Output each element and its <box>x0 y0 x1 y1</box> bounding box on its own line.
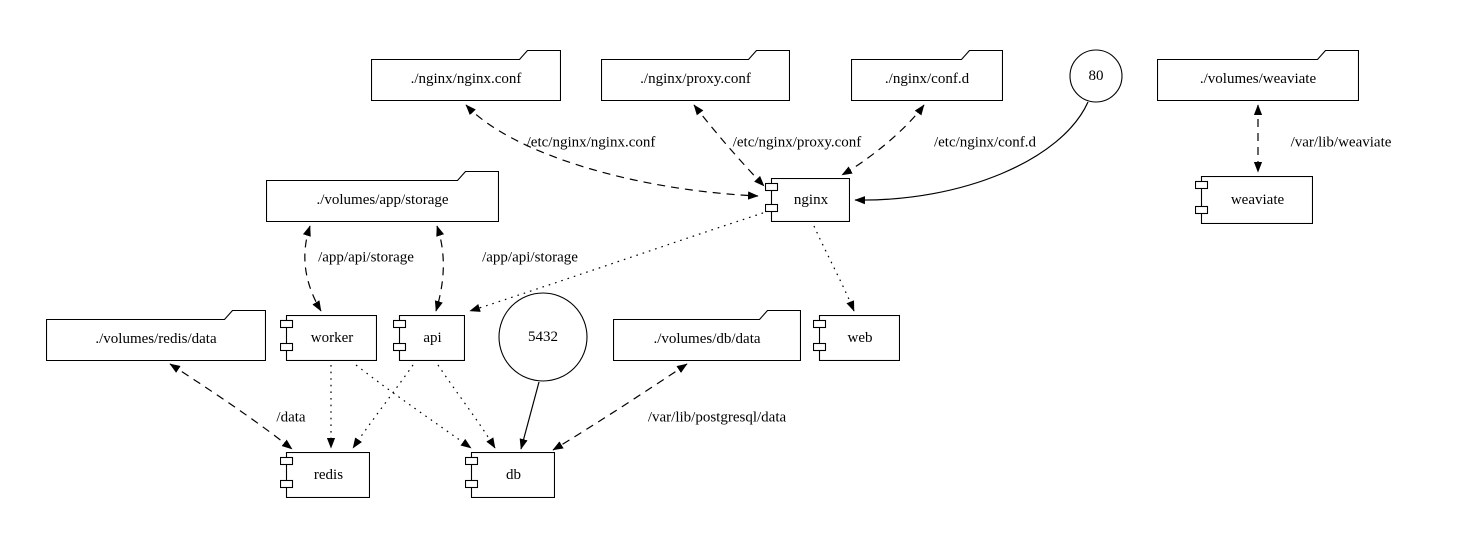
node-nginx-service: nginx <box>765 178 850 222</box>
edge-label-api-storage-mount: /app/api/storage <box>482 249 578 266</box>
node-label: 80 <box>1088 67 1104 84</box>
node-label: worker <box>310 329 354 346</box>
folder-icon <box>1157 50 1359 101</box>
node-weaviate-volume: ./volumes/weaviate <box>1157 50 1359 101</box>
node-label: ./volumes/app/storage <box>316 192 449 208</box>
node-label: ./volumes/weaviate <box>1199 71 1317 87</box>
edge-port5432-to-db <box>519 381 540 450</box>
node-proxy-conf-volume: ./nginx/proxy.conf <box>601 50 790 101</box>
node-label: weaviate <box>1230 191 1285 208</box>
component-icon <box>280 315 377 361</box>
edge-nginx-to-nginx-conf <box>465 104 759 200</box>
node-redis-data-volume: ./volumes/redis/data <box>46 310 266 361</box>
component-icon <box>393 315 465 361</box>
component-icon <box>1195 176 1313 224</box>
node-label: ./nginx/conf.d <box>884 71 970 87</box>
folder-icon <box>601 50 790 101</box>
node-label: 5432 <box>528 328 558 345</box>
edge-redis-to-redis-data <box>169 363 293 450</box>
edge-nginx-to-conf-d <box>841 104 925 176</box>
node-label: ./nginx/proxy.conf <box>640 71 751 87</box>
node-port-80: 80 <box>1069 49 1123 103</box>
edge-api-to-storage <box>434 225 445 312</box>
port-circle-icon <box>498 292 588 382</box>
port-circle-icon <box>1069 49 1123 103</box>
edge-worker-to-db <box>355 364 472 449</box>
node-web-service: web <box>813 315 900 361</box>
node-label: ./volumes/redis/data <box>95 331 217 347</box>
node-worker-service: worker <box>280 315 377 361</box>
edge-label-proxy-conf-mount: /etc/nginx/proxy.conf <box>732 134 862 151</box>
node-label: web <box>847 329 873 346</box>
edge-label-worker-storage-mount: /app/api/storage <box>318 249 414 266</box>
folder-icon <box>46 310 266 361</box>
node-nginx-conf-volume: ./nginx/nginx.conf <box>371 50 561 101</box>
edge-label-conf-d-mount: /etc/nginx/conf.d <box>933 134 1037 151</box>
node-weaviate-service: weaviate <box>1195 176 1313 224</box>
edge-api-to-db <box>437 364 496 449</box>
component-icon <box>765 178 850 222</box>
node-port-5432: 5432 <box>498 292 588 382</box>
folder-icon <box>613 310 801 361</box>
edge-worker-to-storage <box>302 225 322 312</box>
node-label: ./volumes/db/data <box>653 331 761 347</box>
edge-label-db-data-mount: /var/lib/postgresql/data <box>647 409 787 426</box>
node-label: redis <box>313 466 344 483</box>
node-label: nginx <box>793 191 829 208</box>
edge-nginx-to-web <box>813 225 855 312</box>
component-icon <box>813 315 900 361</box>
node-redis-service: redis <box>280 452 370 498</box>
edge-port80-to-nginx <box>854 101 1089 205</box>
folder-icon <box>371 50 561 101</box>
node-db-service: db <box>465 452 555 498</box>
node-db-data-volume: ./volumes/db/data <box>613 310 801 361</box>
folder-icon <box>266 171 499 222</box>
edge-api-to-redis <box>352 364 414 449</box>
node-label: api <box>423 329 442 346</box>
node-conf-d-volume: ./nginx/conf.d <box>851 50 1003 101</box>
edge-label-redis-data-mount: /data <box>276 409 306 426</box>
component-icon <box>465 452 555 498</box>
component-icon <box>280 452 370 498</box>
edge-label-weaviate-mount: /var/lib/weaviate <box>1290 134 1392 151</box>
edge-db-to-db-data <box>552 363 688 451</box>
node-api-service: api <box>393 315 465 361</box>
edge-nginx-to-proxy-conf <box>693 104 765 187</box>
node-label: db <box>506 466 521 483</box>
node-app-storage-volume: ./volumes/app/storage <box>266 171 499 222</box>
folder-icon <box>851 50 1003 101</box>
edge-label-nginx-conf-mount: /etc/nginx/nginx.conf <box>526 134 656 151</box>
node-label: ./nginx/nginx.conf <box>410 71 522 87</box>
